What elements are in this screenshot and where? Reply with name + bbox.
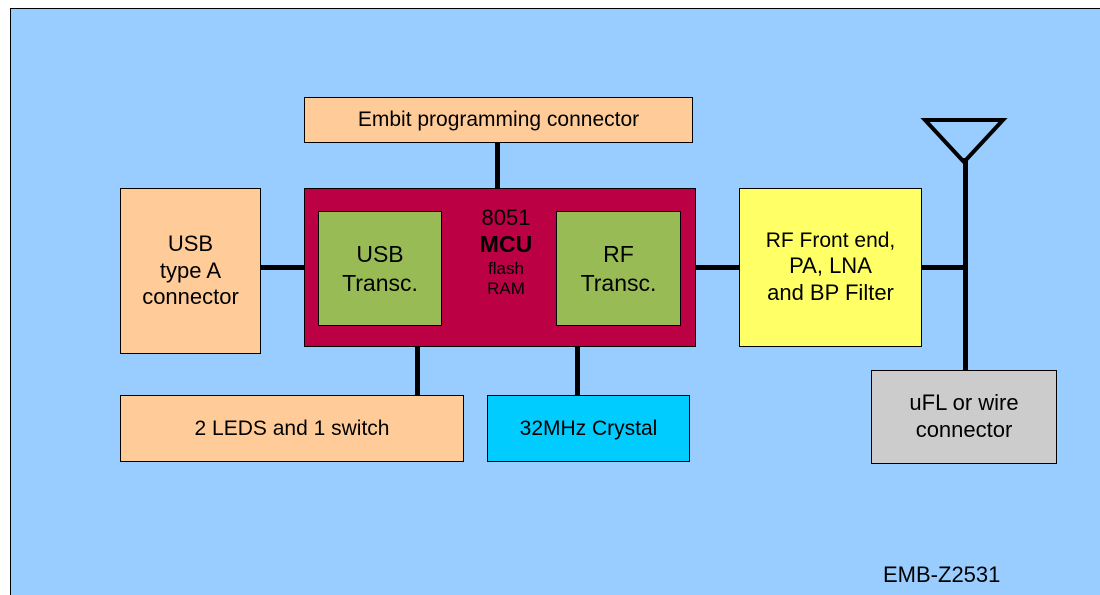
ufl-connector-label-line1: uFL or wire	[909, 390, 1019, 416]
rf-transceiver-label-line1: RF	[603, 241, 634, 268]
line-mcu-to-leds	[415, 347, 420, 395]
line-mcu-to-crystal	[575, 347, 580, 395]
line-programming-to-mcu	[495, 143, 500, 189]
rf-front-end-label-line2: PA, LNA	[789, 253, 872, 279]
programming-connector-label: Embit programming connector	[357, 108, 640, 132]
leds-switch-label: 2 LEDS and 1 switch	[194, 416, 390, 440]
usb-transceiver-label-line2: Transc.	[342, 269, 418, 296]
usb-connector-block: USB type A connector	[120, 188, 261, 354]
rf-front-end-block: RF Front end, PA, LNA and BP Filter	[739, 188, 922, 347]
usb-connector-label-line1: USB	[167, 230, 214, 256]
crystal-block: 32MHz Crystal	[487, 395, 690, 462]
rf-transceiver-block: RF Transc.	[556, 211, 681, 326]
mcu-flash-label: flash	[488, 258, 524, 278]
rf-transceiver-label-line2: Transc.	[580, 269, 657, 296]
rf-front-end-label-line1: RF Front end,	[765, 228, 896, 252]
leds-switch-block: 2 LEDS and 1 switch	[120, 395, 464, 462]
model-label: EMB-Z2531	[883, 562, 1001, 587]
antenna-mast	[963, 158, 968, 370]
usb-transceiver-label-line1: USB	[356, 241, 404, 268]
mcu-core-label: 8051	[481, 205, 531, 230]
mcu-ram-label: RAM	[487, 279, 525, 299]
rf-front-end-label-line3: and BP Filter	[767, 280, 894, 306]
usb-connector-label-line3: connector	[142, 284, 239, 310]
ufl-connector-label-line2: connector	[915, 417, 1013, 442]
ufl-connector-block: uFL or wire connector	[871, 370, 1057, 464]
line-rf-front-end-to-antenna	[922, 265, 968, 270]
programming-connector-block: Embit programming connector	[304, 97, 693, 143]
usb-transceiver-block: USB Transc.	[318, 211, 442, 326]
mcu-label: 8051 MCU flash RAM	[466, 205, 546, 300]
line-mcu-to-rf-front-end	[696, 265, 739, 270]
line-usb-connector-to-mcu	[261, 265, 304, 270]
mcu-title: MCU	[479, 231, 533, 258]
crystal-label: 32MHz Crystal	[519, 416, 658, 440]
antenna-icon	[920, 118, 1008, 165]
usb-connector-label-line2: type A	[159, 257, 222, 283]
